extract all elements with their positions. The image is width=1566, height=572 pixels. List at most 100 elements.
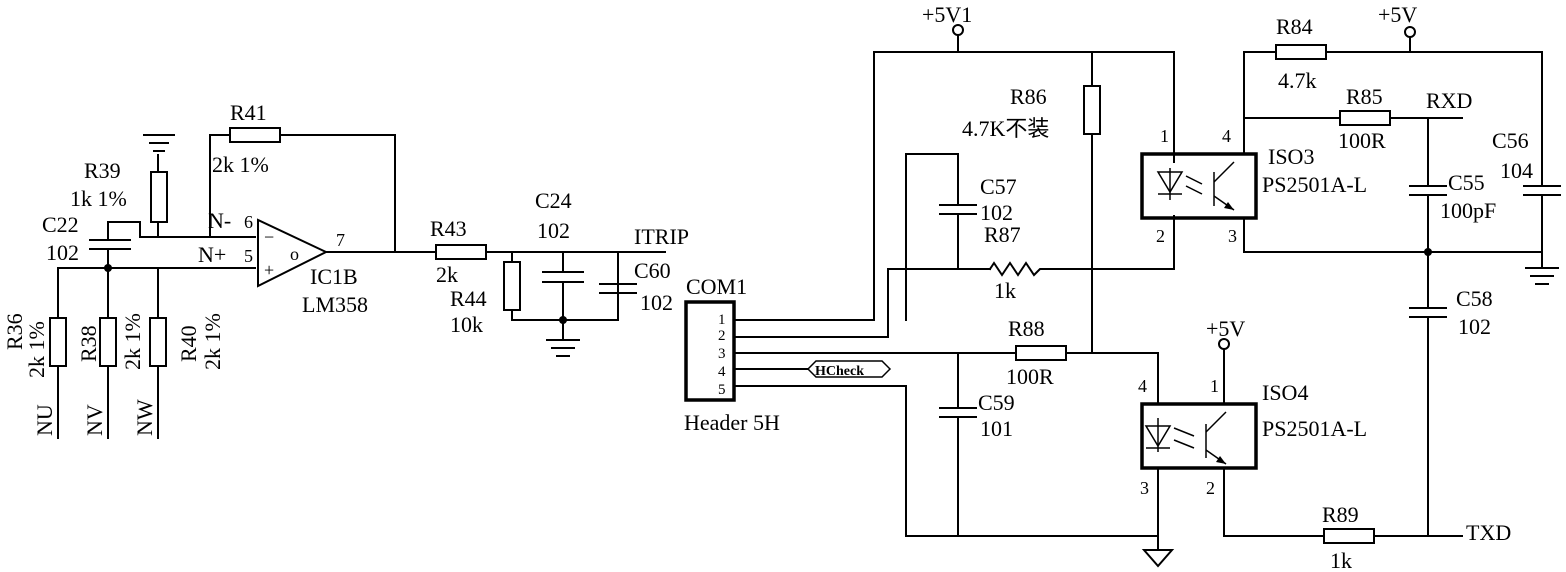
com1-part: Header 5H <box>684 410 780 435</box>
com1-pin-1: 1 <box>718 312 726 328</box>
opamp-pin-6: 6 <box>244 212 253 232</box>
supply-5v-iso4 <box>1218 338 1230 405</box>
capacitor-c60 <box>599 251 637 321</box>
net-nv: NV <box>82 404 107 436</box>
r87-value: 1k <box>994 278 1016 303</box>
r38-ref: R38 <box>76 325 101 362</box>
capacitor-c57 <box>939 204 977 270</box>
opamp-plus-symbol: + <box>264 260 274 280</box>
c58-value: 102 <box>1458 314 1491 339</box>
optocoupler-iso4 <box>1140 402 1258 470</box>
c56-ref: C56 <box>1492 128 1529 153</box>
com1-ref: COM1 <box>686 274 747 299</box>
opamp-ref: IC1B <box>310 264 358 289</box>
r84-ref: R84 <box>1276 14 1313 39</box>
ground-symbol-c24 <box>546 339 580 357</box>
r88-value: 100R <box>1006 364 1054 389</box>
r39-ref: R39 <box>84 158 121 183</box>
resistor-r86 <box>1083 51 1101 354</box>
capacitor-c58 <box>1409 307 1447 537</box>
iso3-pin-1: 1 <box>1160 126 1169 146</box>
supply-5v1 <box>952 24 964 53</box>
iso4-pin-1: 1 <box>1210 376 1219 396</box>
optocoupler-iso3 <box>1140 152 1258 220</box>
r89-value: 1k <box>1330 548 1352 572</box>
resistor-r85 <box>1339 110 1391 126</box>
r85-value: 100R <box>1338 128 1386 153</box>
resistor-r84 <box>1275 44 1327 60</box>
com1-pin-3: 3 <box>718 346 726 362</box>
supply-5v-iso4-label: +5V <box>1206 316 1245 341</box>
iso3-pin-4: 4 <box>1222 126 1231 146</box>
resistor-r89 <box>1323 528 1375 544</box>
c22-value: 102 <box>46 240 79 265</box>
r86-value: 4.7K不装 <box>962 116 1049 141</box>
ground-symbol-r39 <box>143 134 175 173</box>
iso4-pin-4: 4 <box>1138 376 1147 396</box>
iso3-part: PS2501A-L <box>1262 172 1367 197</box>
iso3-pin-3: 3 <box>1228 226 1237 246</box>
r40-ref: R40 <box>176 325 201 362</box>
c56-value: 104 <box>1500 158 1533 183</box>
c55-value: 100pF <box>1440 198 1496 223</box>
supply-5v-top-label: +5V <box>1378 2 1417 27</box>
c60-value: 102 <box>640 290 673 315</box>
hcheck-net-flag: HCheck <box>806 360 892 379</box>
supply-5v-top <box>1404 26 1416 53</box>
c58-ref: C58 <box>1456 286 1493 311</box>
opamp-label-noninv: N+ <box>198 242 226 267</box>
r87-ref: R87 <box>984 222 1021 247</box>
opamp-part: LM358 <box>302 292 368 317</box>
net-rxd: RXD <box>1426 88 1472 113</box>
net-itrip: ITRIP <box>634 224 689 249</box>
c59-ref: C59 <box>978 390 1015 415</box>
r43-ref: R43 <box>430 216 467 241</box>
supply-5v1-label: +5V1 <box>922 2 972 27</box>
iso4-part: PS2501A-L <box>1262 416 1367 441</box>
opamp-pin-5: 5 <box>244 246 253 266</box>
c59-value: 101 <box>980 416 1013 441</box>
resistor-r43 <box>435 244 487 260</box>
resistor-r36 <box>49 267 67 439</box>
r86-ref: R86 <box>1010 84 1047 109</box>
r41-value: 2k 1% <box>212 152 269 177</box>
capacitor-c56 <box>1523 185 1561 269</box>
resistor-r88 <box>1015 345 1067 361</box>
resistor-r39 <box>150 171 168 238</box>
net-nw: NW <box>132 399 157 436</box>
resistor-r40 <box>149 267 167 439</box>
capacitor-c22 <box>89 221 131 269</box>
r36-ref: R36 <box>2 313 27 350</box>
c60-ref: C60 <box>634 258 671 283</box>
net-hcheck: HCheck <box>815 364 864 379</box>
resistor-r87 <box>988 215 1175 277</box>
iso3-ref: ISO3 <box>1268 144 1314 169</box>
r43-value: 2k <box>436 262 458 287</box>
r44-value: 10k <box>450 312 483 337</box>
connector-com1: 1 2 3 4 5 <box>684 300 736 402</box>
opamp-pin-7: 7 <box>336 230 345 250</box>
opamp-minus-symbol: − <box>264 227 274 247</box>
r88-ref: R88 <box>1008 316 1045 341</box>
iso3-pin-2: 2 <box>1156 226 1165 246</box>
opamp-section: R39 1k 1% C22 102 <box>2 100 689 439</box>
ground-triangle-iso4 <box>1141 549 1175 568</box>
net-txd: TXD <box>1466 520 1511 545</box>
opamp-label-inv: N- <box>208 208 231 233</box>
c57-ref: C57 <box>980 174 1017 199</box>
r84-value: 4.7k <box>1278 68 1317 93</box>
r89-ref: R89 <box>1322 502 1359 527</box>
c57-value: 102 <box>980 200 1013 225</box>
r44-ref: R44 <box>450 286 487 311</box>
resistor-r38 <box>99 267 117 439</box>
r40-value: 2k 1% <box>200 313 225 370</box>
r36-value: 2k 1% <box>24 321 49 378</box>
r85-ref: R85 <box>1346 84 1383 109</box>
iso4-pin-3: 3 <box>1140 478 1149 498</box>
r38-value: 2k 1% <box>120 313 145 370</box>
com1-pin-2: 2 <box>718 328 726 344</box>
iso4-pin-2: 2 <box>1206 478 1215 498</box>
r41-ref: R41 <box>230 100 267 125</box>
c55-ref: C55 <box>1448 170 1485 195</box>
